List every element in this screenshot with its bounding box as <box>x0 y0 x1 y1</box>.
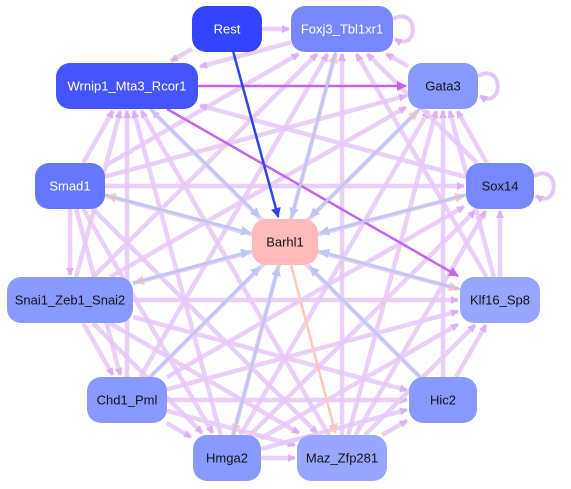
node-box-hic2 <box>409 377 477 423</box>
node-box-maz-zfp281 <box>297 435 387 481</box>
node-box-smad1 <box>35 163 105 209</box>
node-box-chd1-pml <box>87 377 167 423</box>
edge-chd1-pml-to-sox14 <box>165 204 466 380</box>
node-box-sox14 <box>466 163 534 209</box>
edge-smad1-to-wrnip1-mta3-rcor1 <box>81 109 115 165</box>
node-chd1-pml[interactable]: Chd1_Pml <box>87 377 167 423</box>
edge-hic2-to-klf16-sp8 <box>454 323 488 379</box>
node-label-hic2: Hic2 <box>430 393 456 408</box>
edge-foxj3-tbl1xr1-to-barhl1 <box>289 51 338 218</box>
node-box-foxj3-tbl1xr1 <box>291 6 393 52</box>
node-klf16-sp8[interactable]: Klf16_Sp8 <box>460 277 540 323</box>
edge-hmga2-to-klf16-sp8 <box>259 322 460 441</box>
edge-snai1-zeb1-snai2-to-gata3 <box>108 105 408 279</box>
node-box-snai1-zeb1-snai2 <box>7 277 133 323</box>
node-label-rest: Rest <box>214 22 241 37</box>
node-label-sox14: Sox14 <box>482 179 519 194</box>
node-gata3[interactable]: Gata3 <box>408 63 478 109</box>
edge-wrnip1-mta3-rcor1-to-klf16-sp8 <box>166 107 459 277</box>
node-label-foxj3-tbl1xr1: Foxj3_Tbl1xr1 <box>301 22 383 37</box>
node-label-hmga2: Hmga2 <box>206 451 248 466</box>
edge-rest-to-barhl1 <box>232 51 281 218</box>
node-label-chd1-pml: Chd1_Pml <box>97 393 158 408</box>
node-wrnip1-mta3-rcor1[interactable]: Wrnip1_Mta3_Rcor1 <box>56 63 198 109</box>
node-label-klf16-sp8: Klf16_Sp8 <box>470 293 530 308</box>
node-barhl1[interactable]: Barhl1 <box>252 219 318 265</box>
node-snai1-zeb1-snai2[interactable]: Snai1_Zeb1_Snai2 <box>7 277 133 323</box>
edge-maz-zfp281-to-wrnip1-mta3-rcor1 <box>139 109 331 437</box>
edge-chd1-pml-to-maz-zfp281 <box>166 408 296 448</box>
edge-hmga2-to-barhl1 <box>231 266 281 436</box>
node-label-smad1: Smad1 <box>49 179 90 194</box>
edge-chd1-pml-to-hmga2 <box>165 421 193 440</box>
node-rest[interactable]: Rest <box>192 6 262 52</box>
node-label-snai1-zeb1-snai2: Snai1_Zeb1_Snai2 <box>15 293 126 308</box>
edge-wrnip1-mta3-rcor1-to-barhl1 <box>149 108 261 218</box>
edge-foxj3-tbl1xr1-to-wrnip1-mta3-rcor1 <box>199 40 292 69</box>
node-box-gata3 <box>408 63 478 109</box>
edge-snai1-zeb1-snai2-to-barhl1 <box>132 248 251 285</box>
node-box-wrnip1-mta3-rcor1 <box>56 63 198 109</box>
edge-barhl1-to-maz-zfp281 <box>289 264 338 434</box>
edge-chd1-pml-to-barhl1 <box>149 266 261 378</box>
node-label-maz-zfp281: Maz_Zfp281 <box>306 451 378 466</box>
edge-sox14-to-barhl1 <box>319 193 467 236</box>
edge-gata3-to-foxj3-tbl1xr1 <box>385 52 410 69</box>
node-box-hmga2 <box>193 435 261 481</box>
edge-hic2-to-barhl1 <box>309 266 421 378</box>
node-foxj3-tbl1xr1[interactable]: Foxj3_Tbl1xr1 <box>291 6 393 52</box>
self-loop-sox14 <box>533 171 556 203</box>
edge-snai1-zeb1-snai2-to-chd1-pml <box>81 321 115 377</box>
edge-maz-zfp281-to-hic2 <box>380 418 409 437</box>
node-sox14[interactable]: Sox14 <box>466 163 534 209</box>
node-label-barhl1: Barhl1 <box>266 235 304 250</box>
node-hic2[interactable]: Hic2 <box>409 377 477 423</box>
node-label-gata3: Gata3 <box>425 79 460 94</box>
node-maz-zfp281[interactable]: Maz_Zfp281 <box>297 435 387 481</box>
node-hmga2[interactable]: Hmga2 <box>193 435 261 481</box>
node-label-wrnip1-mta3-rcor1: Wrnip1_Mta3_Rcor1 <box>68 79 187 94</box>
edge-smad1-to-barhl1 <box>104 193 251 236</box>
edge-gata3-to-barhl1 <box>309 108 421 218</box>
edge-sox14-to-gata3 <box>455 109 489 165</box>
node-box-klf16-sp8 <box>460 277 540 323</box>
edge-rest-to-wrnip1-mta3-rcor1 <box>169 47 194 63</box>
node-box-rest <box>192 6 262 52</box>
edge-sox14-to-wrnip1-mta3-rcor1 <box>199 103 467 180</box>
edge-chd1-pml-to-foxj3-tbl1xr1 <box>138 52 330 379</box>
node-smad1[interactable]: Smad1 <box>35 163 105 209</box>
self-loops-layer <box>392 14 556 203</box>
edge-maz-zfp281-to-sox14 <box>353 209 488 437</box>
edge-klf16-sp8-to-barhl1 <box>319 248 461 291</box>
edge-hmga2-to-gata3 <box>238 109 431 437</box>
edge-hmga2-to-wrnip1-mta3-rcor1 <box>131 110 223 436</box>
node-box-barhl1 <box>252 219 318 265</box>
self-loop-gata3 <box>477 71 500 103</box>
self-loop-foxj3-tbl1xr1 <box>392 14 415 46</box>
edges-layer <box>66 25 504 462</box>
